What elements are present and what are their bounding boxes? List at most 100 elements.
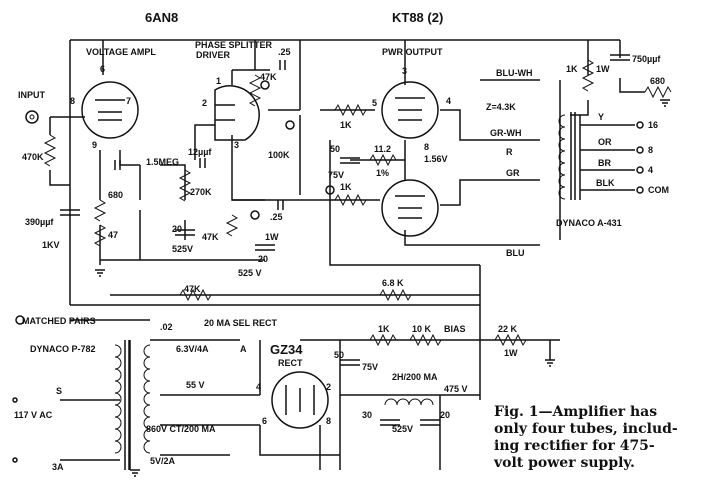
- fuse-label: 3A: [52, 462, 64, 472]
- v-63-label: 6.3V/4A: [176, 344, 209, 354]
- c-390-label: 390µµf: [25, 217, 54, 227]
- c-20c-label: 20: [440, 410, 450, 420]
- tube-kt88-a: [381, 81, 439, 139]
- v1-pin-6: 6: [100, 64, 105, 74]
- r-270k-label: 270K: [190, 187, 212, 197]
- r-1w-top-label: 1W: [596, 64, 610, 74]
- c-20b-label: 20: [258, 254, 268, 264]
- c-20-label: 20: [172, 224, 182, 234]
- lead-blk: BLK: [596, 178, 615, 188]
- rect-pin-2: 2: [326, 382, 331, 392]
- tap-8: 8: [648, 145, 653, 155]
- r-1pct-label: 1%: [376, 168, 389, 178]
- r-22k-label: 22 K: [498, 324, 518, 334]
- rect-pin-6: 6: [262, 416, 267, 426]
- c-12uuf-label: 12µµf: [188, 147, 212, 157]
- lead-blu: BLU: [506, 248, 525, 258]
- c-50-label: 50: [330, 144, 340, 154]
- r-1k-top-label: 1K: [566, 64, 578, 74]
- tube-6an8-label: 6AN8: [145, 10, 178, 25]
- r-1w-pw-label: 1W: [504, 348, 518, 358]
- caption-line-1: Fig. 1—Amplifier has: [494, 404, 658, 420]
- lead-gr: GR: [506, 168, 520, 178]
- lead-gr-wh: GR-WH: [490, 128, 522, 138]
- transformers: [114, 112, 576, 470]
- c-75vb-label: 75V: [362, 362, 378, 372]
- r-47k-c-label: 47K: [184, 284, 201, 294]
- r-680b-label: 680: [650, 76, 665, 86]
- tube-v1: [81, 81, 139, 139]
- rect-pin-8: 8: [326, 416, 331, 426]
- capacitors: [60, 54, 630, 426]
- v1-pin-9: 9: [92, 140, 97, 150]
- pin-5: 5: [372, 98, 377, 108]
- r-1k-b-label: 1K: [340, 182, 352, 192]
- lead-r: R: [506, 147, 513, 157]
- input-label: INPUT: [18, 90, 46, 100]
- r-1k-pw-label: 1K: [378, 324, 390, 334]
- tube-kt88-b: [381, 179, 439, 237]
- r-10k-label: 10 K: [412, 324, 432, 334]
- r-100k-label: 100K: [268, 150, 290, 160]
- pin-3: 3: [402, 66, 407, 76]
- power-xfmr-label: DYNACO P-782: [30, 344, 96, 354]
- output-xfmr-label: DYNACO A-431: [556, 218, 622, 228]
- v-55-label: 55 V: [186, 380, 205, 390]
- c-25b-label: .25: [270, 212, 283, 222]
- c-525vb-label: 525 V: [238, 268, 262, 278]
- r-47k-b-label: 47K: [260, 72, 277, 82]
- terminals: [12, 80, 670, 477]
- c-30-label: 30: [362, 410, 372, 420]
- tap-16: 16: [648, 120, 658, 130]
- r-1k-a-label: 1K: [340, 120, 352, 130]
- driver-label: DRIVER: [196, 50, 231, 60]
- caption-line-3: ing rectifier for 475-: [494, 438, 655, 454]
- figure-caption: Fig. 1—Amplifier has only four tubes, in…: [494, 404, 714, 472]
- choke-label: 2H/200 MA: [392, 372, 438, 382]
- c-525vc-label: 525V: [392, 424, 413, 434]
- lead-y: Y: [598, 112, 604, 122]
- caption-line-2: only four tubes, includ-: [494, 421, 678, 437]
- r-6-8k-label: 6.8 K: [382, 278, 404, 288]
- v1b-pin-1: 1: [216, 76, 221, 86]
- matched-pairs-label: MATCHED PAIRS: [22, 316, 96, 326]
- c-02-label: .02: [160, 322, 173, 332]
- pwr-output-label: PWR OUTPUT: [382, 47, 443, 57]
- v-860-label: 860V CT/200 MA: [146, 424, 216, 434]
- pin-4: 4: [446, 96, 451, 106]
- ac-label: 117 V AC: [14, 410, 53, 420]
- r-470k-label: 470K: [22, 152, 44, 162]
- v1-pin-7: 7: [126, 96, 131, 106]
- c-50b-label: 50: [334, 350, 344, 360]
- r-47k-a-label: 47K: [202, 232, 219, 242]
- switch-label: S: [56, 386, 62, 396]
- lead-blu-wh: BLU-WH: [496, 68, 533, 78]
- tube-gz34: [271, 371, 329, 429]
- v-156-label: 1.56V: [424, 154, 448, 164]
- sel-rect-label: 20 MA SEL RECT: [204, 318, 278, 328]
- r-11-2-label: 11.2: [374, 144, 391, 154]
- r-1-5meg-label: 1.5MEG: [146, 157, 179, 167]
- v1b-pin-2: 2: [202, 98, 207, 108]
- voltage-ampl-label: VOLTAGE AMPL: [86, 47, 156, 57]
- c-75v-label: 75V: [328, 170, 344, 180]
- c-25a-label: .25: [278, 47, 291, 57]
- v1-pin-8: 8: [70, 96, 75, 106]
- lead-br: BR: [598, 158, 611, 168]
- bias-label: BIAS: [444, 324, 466, 334]
- r-47-label: 47: [108, 230, 118, 240]
- tap-4: 4: [648, 165, 653, 175]
- r-680-label: 680: [108, 190, 123, 200]
- impedance-label: Z=4.3K: [486, 102, 516, 112]
- a-label: A: [240, 344, 247, 354]
- phase-splitter-label: PHASE SPLITTER: [195, 40, 273, 50]
- gz34-label: GZ34: [270, 342, 303, 357]
- v-5-label: 5V/2A: [150, 456, 176, 466]
- resistors: [43, 59, 672, 347]
- tap-com: COM: [648, 185, 669, 195]
- v-475-label: 475 V: [444, 384, 468, 394]
- rect-pin-4: 4: [256, 382, 261, 392]
- rect-sub-label: RECT: [278, 358, 303, 368]
- c-750-label: 750µµf: [632, 54, 661, 64]
